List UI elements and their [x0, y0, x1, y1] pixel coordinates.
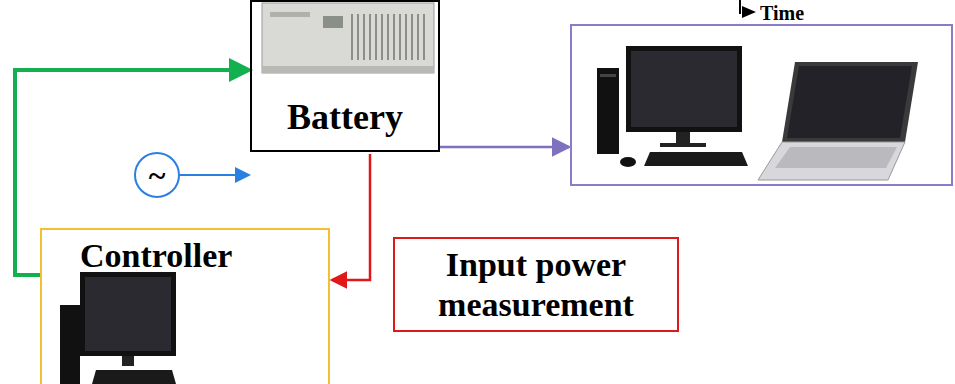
- controller-box: Controller: [40, 228, 330, 384]
- measurement-box: Input power measurement: [393, 237, 679, 332]
- battery-box: Battery: [250, 0, 440, 152]
- node-label: Controller: [80, 236, 232, 275]
- load-box: Time: [570, 24, 953, 186]
- axis-label: Time: [760, 2, 804, 25]
- node-label: ~: [149, 157, 166, 194]
- ups-picture: [262, 3, 434, 73]
- node-label: Battery: [287, 97, 403, 138]
- circle-outline-shape: [135, 153, 179, 197]
- ac-supply-arrow: [180, 174, 249, 176]
- node-label: Input power measurement: [405, 245, 667, 323]
- time-axis: [740, 0, 756, 18]
- controller-computer: [60, 272, 176, 384]
- control-arrow: [15, 70, 249, 275]
- load-computers: [597, 46, 918, 180]
- measurement-arrow: [332, 154, 370, 280]
- ac-source-circle: ~: [134, 152, 180, 198]
- power-output-arrow: [440, 146, 569, 149]
